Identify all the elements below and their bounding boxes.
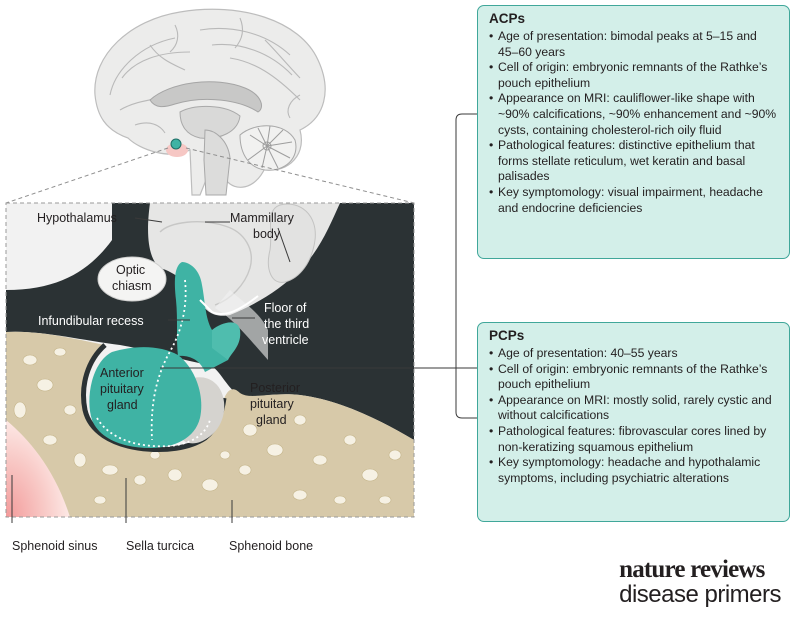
acps-item: •Pathological features: distinctive epit…: [489, 138, 755, 184]
pcps-list: •Age of presentation: 40–55 years •Cell …: [489, 346, 779, 486]
label-posterior-2: pituitary: [250, 397, 295, 411]
brain-sagittal-illustration: [94, 8, 326, 196]
label-sphenoid-sinus: Sphenoid sinus: [12, 539, 97, 553]
logo-line-2: disease primers: [619, 581, 781, 608]
nature-reviews-logo: nature reviews disease primers: [619, 556, 781, 608]
label-posterior-3: gland: [256, 413, 287, 427]
zoom-panel: Hypothalamus Mammillary body Optic chias…: [5, 202, 460, 523]
acps-item: •Cell of origin: embryonic remnants of t…: [489, 60, 768, 90]
label-anterior-2: pituitary: [100, 382, 145, 396]
pcps-info-box: PCPs •Age of presentation: 40–55 years •…: [477, 322, 790, 522]
acps-title: ACPs: [489, 11, 526, 26]
label-floor-2: the third: [264, 317, 309, 331]
pcps-item: •Cell of origin: embryonic remnants of t…: [489, 361, 768, 392]
logo-line-1: nature reviews: [619, 556, 765, 583]
label-floor-1: Floor of: [264, 301, 307, 315]
pcps-item: •Appearance on MRI: mostly solid, rarely…: [489, 392, 772, 423]
pcps-item: •Age of presentation: 40–55 years: [489, 346, 678, 360]
acps-list: •Age of presentation: bimodal peaks at 5…: [489, 29, 779, 216]
label-anterior-3: gland: [107, 398, 138, 412]
pcps-item: •Pathological features: fibrovascular co…: [489, 423, 767, 454]
acps-item: •Appearance on MRI: cauliflower-like sha…: [489, 91, 777, 137]
pcps-item: •Key symptomology: headache and hypothal…: [489, 455, 761, 485]
pcps-title: PCPs: [489, 328, 525, 343]
pituitary-anatomy-diagram: Hypothalamus Mammillary body Optic chias…: [5, 8, 460, 553]
acps-item: • Key symptomology: visual impairment, h…: [489, 184, 763, 215]
zoom-projection-lines: [5, 147, 415, 204]
label-anterior-1: Anterior: [100, 366, 144, 380]
acps-item: •Age of presentation: bimodal peaks at 5…: [489, 29, 757, 59]
label-floor-3: ventricle: [262, 333, 309, 347]
label-optic-1: Optic: [116, 263, 145, 277]
label-hypothalamus: Hypothalamus: [37, 211, 117, 225]
acps-info-box: ACPs •Age of presentation: bimodal peaks…: [477, 5, 790, 259]
label-infundibular-recess: Infundibular recess: [38, 314, 144, 328]
label-mammillary-1: Mammillary: [230, 211, 295, 225]
label-mammillary-2: body: [253, 227, 281, 241]
label-sella-turcica: Sella turcica: [126, 539, 194, 553]
label-optic-2: chiasm: [112, 279, 152, 293]
label-sphenoid-bone: Sphenoid bone: [229, 539, 313, 553]
label-posterior-1: Posterior: [250, 381, 300, 395]
